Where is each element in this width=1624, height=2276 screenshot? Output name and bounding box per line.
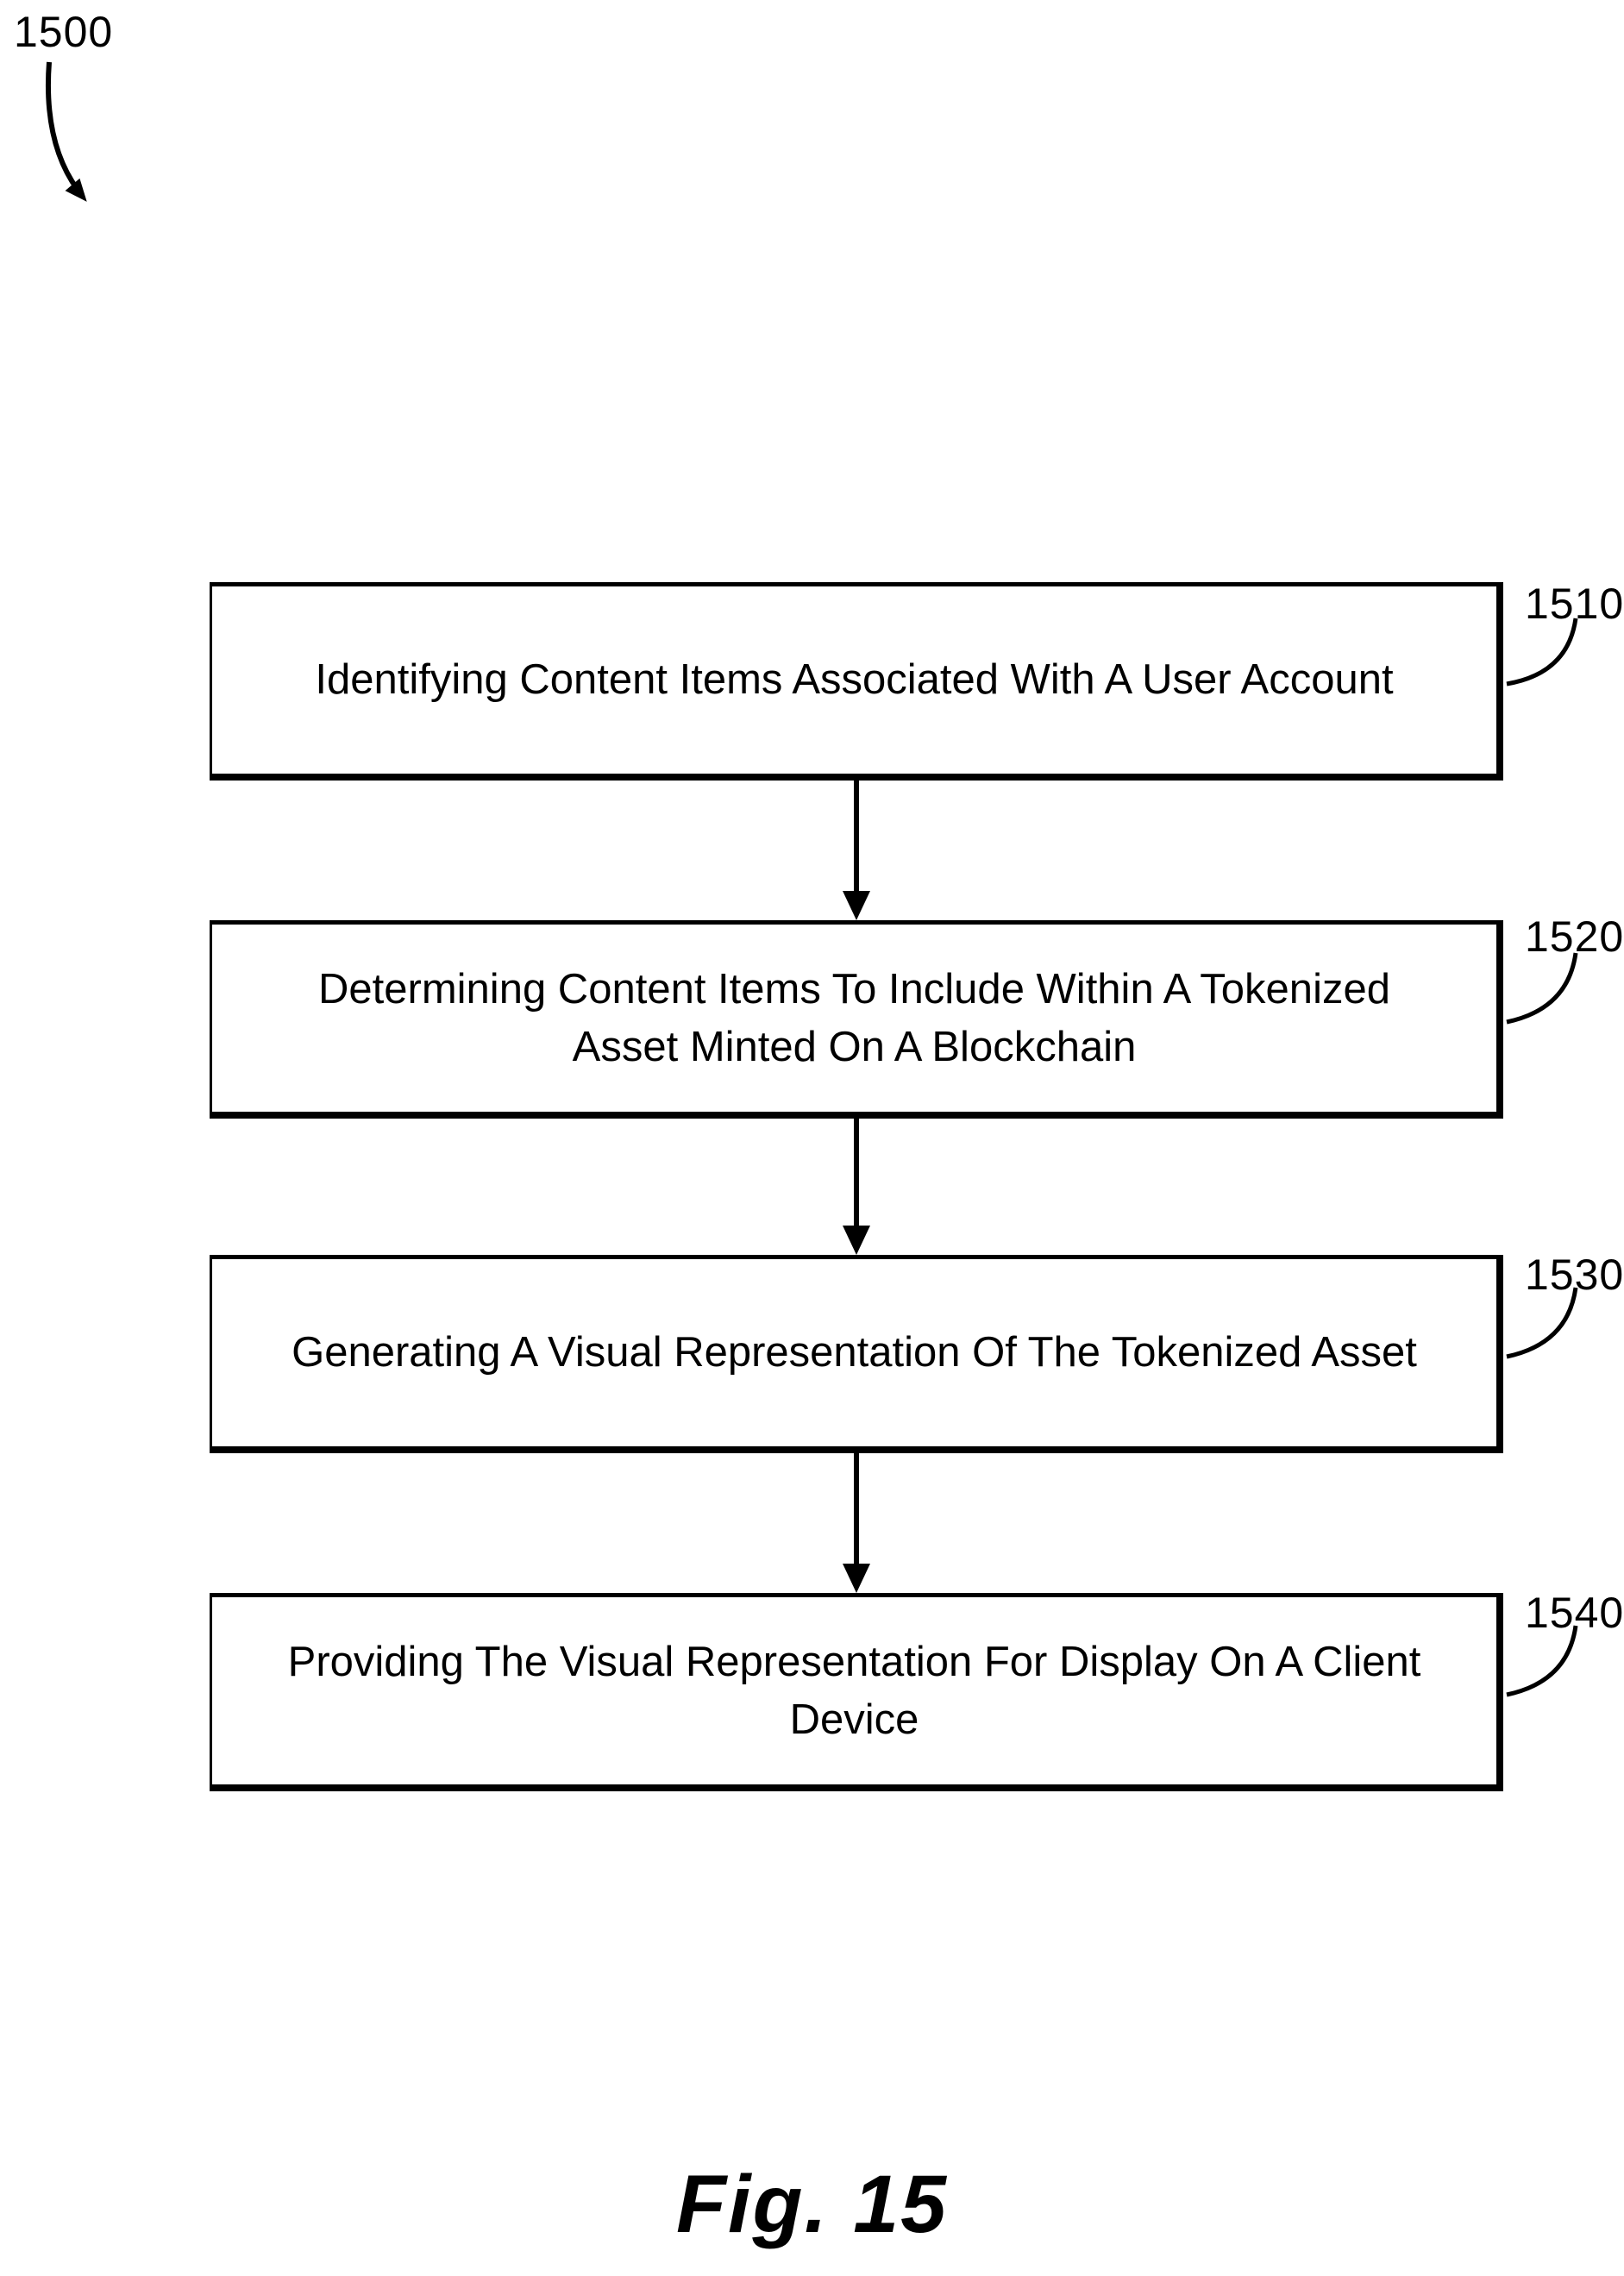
flowchart-step-box-generate: Generating A Visual Representation Of Th… xyxy=(210,1255,1503,1453)
step-reference-number: 1540 xyxy=(1525,1589,1624,1637)
flowchart-step-box-identify: Identifying Content Items Associated Wit… xyxy=(210,582,1503,781)
step-text: Identifying Content Items Associated Wit… xyxy=(315,656,1394,704)
leader-line-1520 xyxy=(1506,952,1578,1025)
step-reference-number: 1520 xyxy=(1525,912,1624,961)
step-reference-number: 1510 xyxy=(1525,580,1624,628)
step-text: Providing The Visual Representation For … xyxy=(287,1639,1421,1743)
step-text: Determining Content Items To Include Wit… xyxy=(318,966,1390,1070)
figure-reference-arrow xyxy=(45,61,87,202)
flowchart-step-box-provide: Providing The Visual Representation For … xyxy=(210,1593,1503,1791)
figure-reference-number: 1500 xyxy=(14,8,114,56)
step-text: Generating A Visual Representation Of Th… xyxy=(292,1329,1417,1376)
flowchart-step-box-determine: Determining Content Items To Include Wit… xyxy=(210,920,1503,1119)
step-reference-number: 1530 xyxy=(1525,1251,1624,1299)
flow-arrow-step3-to-step4 xyxy=(843,1451,870,1593)
flow-arrow-step2-to-step3 xyxy=(843,1117,870,1255)
figure-caption: Fig. 15 xyxy=(676,2159,948,2250)
flow-arrow-step1-to-step2 xyxy=(843,781,870,920)
